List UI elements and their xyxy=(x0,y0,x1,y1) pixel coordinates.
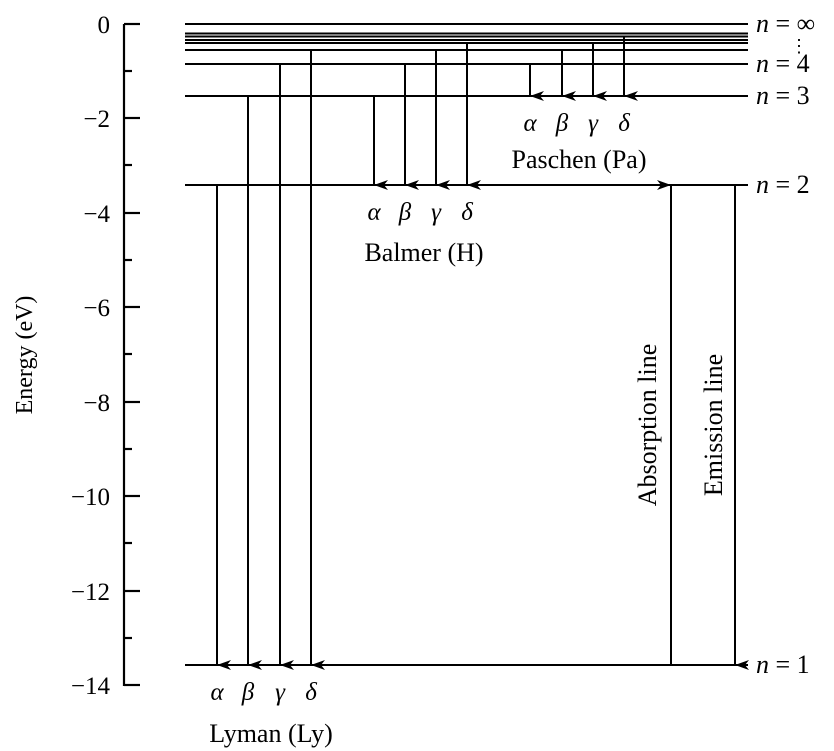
label-n-inf: n = ∞ xyxy=(756,9,815,38)
level-labels: n = ∞ ⋮ n = 4 n = 3 n = 2 n = 1 xyxy=(756,9,815,679)
y-tick-labels: 0 −2 −4 −6 −8 −10 −12 −14 xyxy=(71,12,111,700)
paschen-arrows xyxy=(529,37,638,101)
tick-label-m2: −2 xyxy=(83,106,110,133)
lyman-greek-labels: α β γ δ xyxy=(210,679,317,706)
tick-label-0: 0 xyxy=(98,12,111,39)
paschen-greek-labels: α β γ δ xyxy=(523,110,630,137)
y-axis xyxy=(122,22,140,687)
lyman-beta-label: β xyxy=(241,679,255,706)
lyman-arrows xyxy=(216,50,325,670)
balmer-beta-label: β xyxy=(398,199,412,226)
lyman-gamma-label: γ xyxy=(275,679,286,706)
tick-label-m4: −4 xyxy=(83,201,110,228)
lyman-series-name: Lyman (Ly) xyxy=(209,719,332,748)
tick-label-m12: −12 xyxy=(71,579,110,606)
transition-arrows xyxy=(657,180,749,670)
paschen-beta-label: β xyxy=(555,110,569,137)
label-n-1: n = 1 xyxy=(756,650,810,679)
balmer-alpha-label: α xyxy=(367,199,381,226)
paschen-gamma-label: γ xyxy=(588,110,599,137)
balmer-delta-label: δ xyxy=(461,199,473,226)
absorption-line-label: Absorption line xyxy=(633,344,662,507)
paschen-alpha-label: α xyxy=(523,110,537,137)
tick-label-m10: −10 xyxy=(71,484,110,511)
paschen-delta-label: δ xyxy=(618,110,630,137)
tick-label-m8: −8 xyxy=(83,390,110,417)
level-ellipsis: ⋮ xyxy=(790,36,808,56)
tick-label-m14: −14 xyxy=(71,673,111,700)
label-n-4: n = 4 xyxy=(756,49,810,78)
balmer-greek-labels: α β γ δ xyxy=(367,199,473,226)
y-axis-title: Energy (eV) xyxy=(12,296,38,415)
label-n-3: n = 3 xyxy=(756,81,810,110)
paschen-series-name: Paschen (Pa) xyxy=(511,145,646,174)
balmer-gamma-label: γ xyxy=(431,199,442,226)
balmer-series-name: Balmer (H) xyxy=(364,238,483,267)
tick-label-m6: −6 xyxy=(83,295,110,322)
lyman-delta-label: δ xyxy=(305,679,317,706)
balmer-arrows xyxy=(373,43,481,190)
lyman-alpha-label: α xyxy=(210,679,224,706)
emission-line-label: Emission line xyxy=(699,354,728,496)
label-n-2: n = 2 xyxy=(756,170,810,199)
